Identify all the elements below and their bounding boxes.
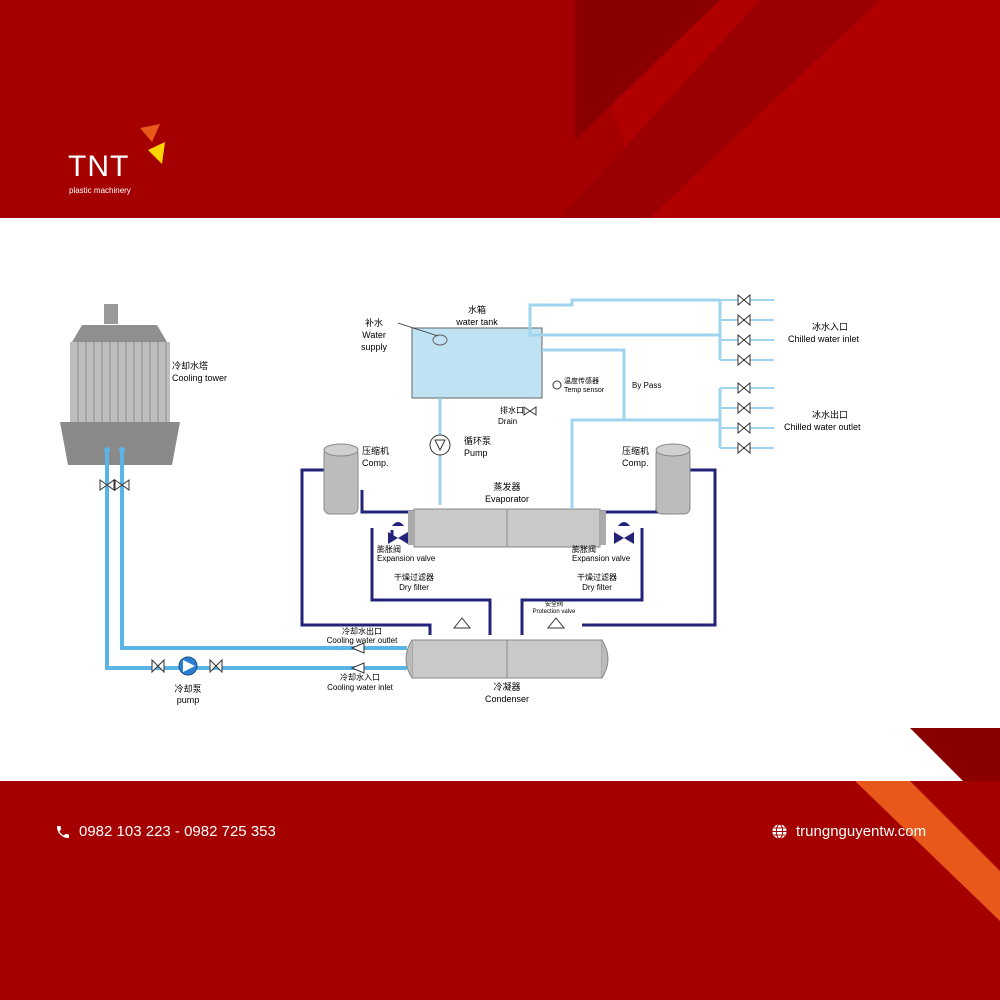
- chilled-outlet-manifold: [718, 381, 774, 455]
- brand-tagline: plastic machinery: [69, 186, 131, 195]
- temp-sensor-icon: [552, 380, 562, 390]
- header-shape-dark: [575, 0, 720, 140]
- footer-website-text: trungnguyentw.com: [796, 823, 927, 840]
- water-tank-en: water tank: [455, 317, 498, 327]
- protection-valve-en: Protection valve: [533, 609, 576, 615]
- circ-pump-cn: 循环泵: [464, 435, 491, 446]
- filter-left-cn: 干燥过滤器: [394, 572, 434, 582]
- drain-valve-icon: [523, 406, 537, 416]
- refrigerant-lines: [300, 468, 717, 635]
- protection-valve-left-icon: [452, 617, 472, 629]
- cw-inlet-arrow: [350, 662, 365, 674]
- exp-right-en: Expansion valve: [572, 554, 631, 563]
- tower-valves: [99, 479, 223, 674]
- condenser-cn: 冷凝器: [493, 681, 520, 692]
- compressor-left: [323, 443, 359, 515]
- footer-phone-text: 0982 103 223 - 0982 725 353: [79, 823, 276, 840]
- cw-outlet-en: Cooling water outlet: [327, 636, 398, 645]
- header-decoration: [560, 0, 1000, 218]
- filter-right-en: Dry filter: [582, 583, 612, 592]
- chilled-inlet-manifold: [718, 293, 774, 367]
- chiller-diagram: 冷却水塔 Cooling tower 冷却泵 pump 冷却水出口 Coolin…: [52, 280, 880, 720]
- temp-sensor-cn: 温度传感器: [564, 376, 599, 385]
- chilled-outlet-cn: 冰水出口: [812, 409, 848, 420]
- protection-valve-right-icon: [546, 617, 566, 629]
- evaporator-en: Evaporator: [485, 494, 529, 504]
- cooling-tower-cn: 冷却水塔: [172, 360, 208, 371]
- cw-outlet-arrow: [350, 642, 365, 654]
- chilled-outlet-en: Chilled water outlet: [784, 422, 861, 432]
- cw-outlet-cn: 冷却水出口: [342, 626, 382, 636]
- temp-sensor-en: Temp sensor: [564, 387, 605, 394]
- compressor-right: [655, 443, 691, 515]
- logo-mark: [140, 124, 165, 164]
- cooling-pump-cn: 冷却泵: [174, 683, 201, 694]
- cooling-tower-en: Cooling tower: [172, 373, 227, 383]
- circ-pump-en: Pump: [464, 448, 488, 458]
- protection-valve-cn: 安全阀: [545, 600, 563, 608]
- footer-shape: [855, 781, 1000, 921]
- evaporator-cn: 蒸发器: [493, 481, 520, 492]
- header-band: TNT plastic machinery: [0, 0, 1000, 218]
- header-shape-mid: [560, 0, 880, 218]
- diagram-svg: 冷却水塔 Cooling tower 冷却泵 pump 冷却水出口 Coolin…: [60, 293, 861, 705]
- water-supply-en1: Water: [362, 330, 386, 340]
- cooling-water-pipes: [105, 450, 407, 670]
- water-tank-cn: 水箱: [468, 304, 486, 315]
- expansion-valve-right: [614, 522, 634, 544]
- bypass-label: By Pass: [632, 381, 661, 390]
- filter-right-cn: 干燥过滤器: [577, 572, 617, 582]
- exp-right-cn: 膨胀阀: [572, 544, 596, 554]
- footer-website[interactable]: trungnguyentw.com: [771, 823, 926, 840]
- phone-icon: [57, 825, 69, 838]
- expansion-valve-left: [388, 522, 408, 544]
- cooling-tower: [60, 304, 180, 465]
- drain-cn: 排水口: [500, 405, 524, 415]
- footer-phone[interactable]: 0982 103 223 - 0982 725 353: [55, 823, 276, 840]
- exp-left-en: Expansion valve: [377, 554, 436, 563]
- filter-left-en: Dry filter: [399, 583, 429, 592]
- drain-en: Drain: [498, 417, 517, 426]
- cw-inlet-en: Cooling water inlet: [327, 683, 394, 692]
- comp-right-en: Comp.: [622, 458, 649, 468]
- water-supply-en2: supply: [361, 342, 388, 352]
- water-tank: [411, 327, 543, 399]
- comp-right-cn: 压缩机: [622, 445, 649, 456]
- chilled-inlet-en: Chilled water inlet: [788, 334, 860, 344]
- evaporator: [408, 508, 606, 548]
- footer-band: [0, 781, 1000, 1000]
- cooling-pump-en: pump: [177, 695, 200, 705]
- cw-inlet-cn: 冷却水入口: [340, 672, 380, 682]
- exp-left-cn: 膨胀阀: [377, 544, 401, 554]
- chilled-inlet-cn: 冰水入口: [812, 321, 848, 332]
- water-supply-cn: 补水: [365, 317, 383, 328]
- condenser-en: Condenser: [485, 694, 529, 704]
- condenser: [405, 639, 609, 679]
- comp-left-cn: 压缩机: [362, 445, 389, 456]
- comp-left-en: Comp.: [362, 458, 389, 468]
- brand-name: TNT: [68, 150, 130, 183]
- globe-icon: [772, 823, 787, 840]
